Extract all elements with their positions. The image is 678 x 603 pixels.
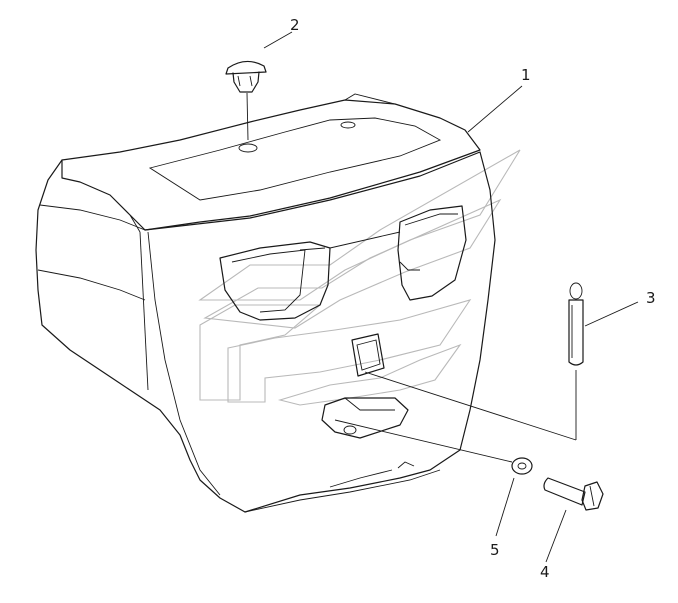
callout-1: 1 (521, 66, 531, 84)
tow-pin (568, 282, 584, 440)
push-clip (225, 60, 267, 141)
callout-5: 5 (490, 541, 500, 559)
callout-2: 2 (290, 16, 300, 34)
bumper-cover (35, 93, 496, 513)
watermark-logo (198, 149, 521, 406)
washer (511, 457, 533, 475)
callout-4: 4 (540, 563, 550, 581)
bolt (543, 477, 604, 511)
callout-3: 3 (646, 289, 656, 307)
leader-lines (263, 31, 639, 563)
